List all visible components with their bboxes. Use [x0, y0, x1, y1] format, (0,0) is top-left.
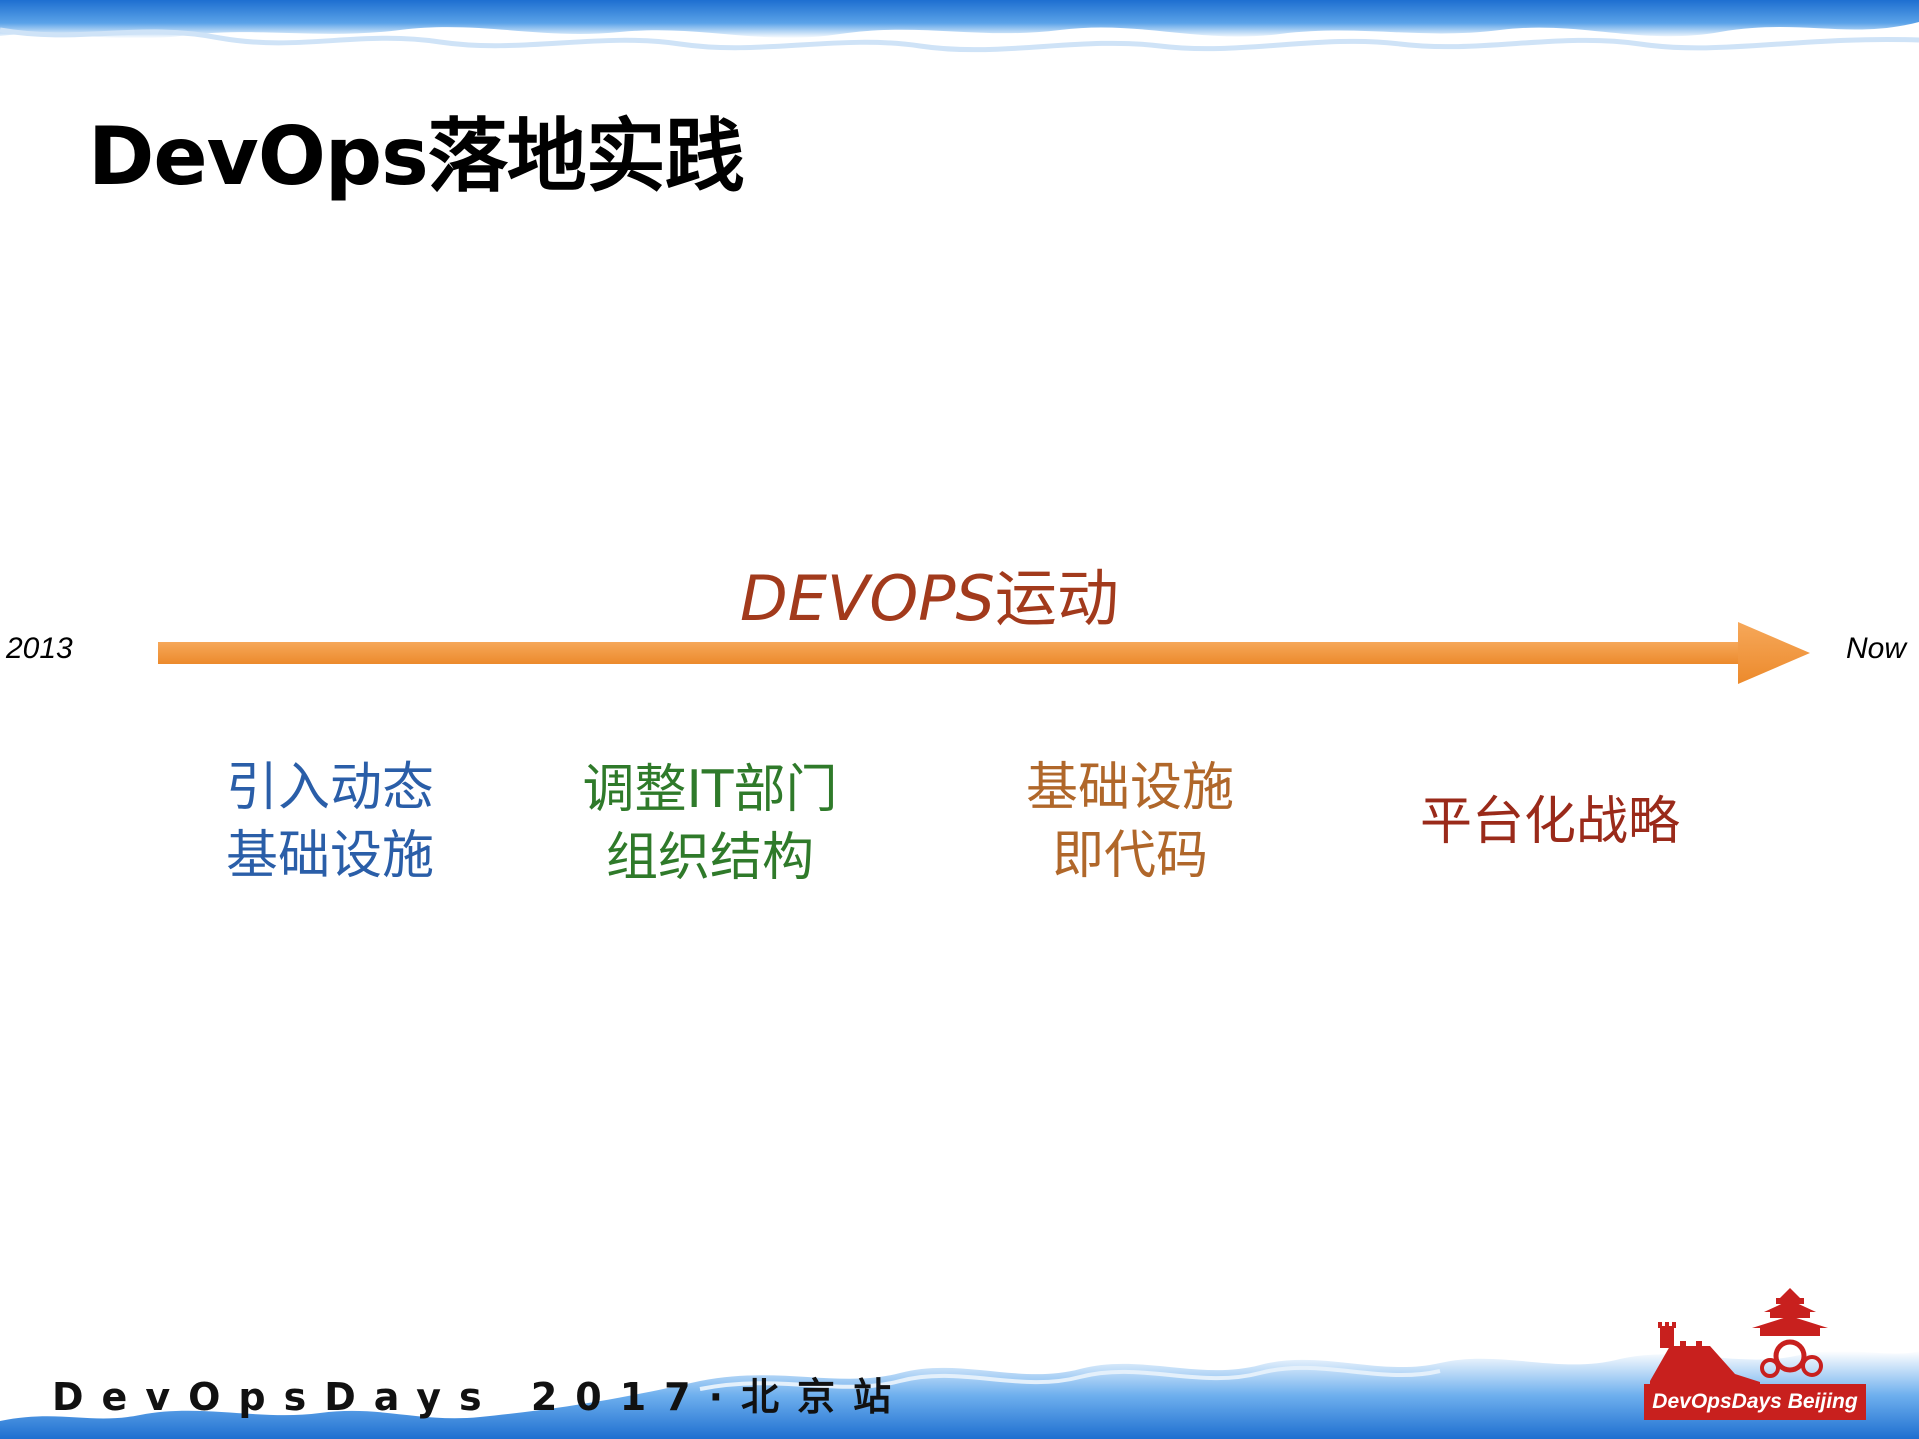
movement-label: DEVOPS运动: [740, 548, 1119, 638]
timeline-arrow-head: [1738, 622, 1810, 684]
timeline-arrow-shaft: [158, 642, 1740, 664]
footer-event-text: DevOpsDays 2017·北京站: [52, 1375, 910, 1419]
timeline-end-label: Now: [1846, 632, 1907, 665]
bottom-decorative-band: [0, 1351, 1919, 1439]
phase-3-line-1: 基础设施: [1025, 758, 1234, 818]
timeline-arrow: [158, 622, 1810, 684]
devopsdays-beijing-logo: [1650, 1288, 1828, 1386]
phase-2-line-1: 调整IT部门: [582, 760, 838, 820]
top-decorative-band: [0, 0, 1919, 53]
phase-4-line-1: 平台化战略: [1419, 792, 1680, 852]
phase-1-line-2: 基础设施: [225, 826, 434, 886]
movement-label-latin: DEVOPS: [740, 562, 995, 635]
slide-title: DevOps落地实践: [88, 110, 745, 203]
logo-caption: DevOpsDays Beijing: [1644, 1384, 1866, 1420]
timeline-start-label: 2013: [6, 632, 73, 665]
phase-3-label: 基础设施 即代码: [1000, 754, 1260, 890]
phase-4-label: 平台化战略: [1400, 788, 1700, 856]
phase-3-line-2: 即代码: [1051, 826, 1208, 886]
phase-1-line-1: 引入动态: [225, 758, 434, 818]
phase-2-label: 调整IT部门 组织结构: [560, 756, 860, 892]
movement-label-cn: 运动: [994, 562, 1119, 635]
phase-2-line-2: 组织结构: [605, 828, 814, 888]
phase-1-label: 引入动态 基础设施: [200, 754, 460, 890]
